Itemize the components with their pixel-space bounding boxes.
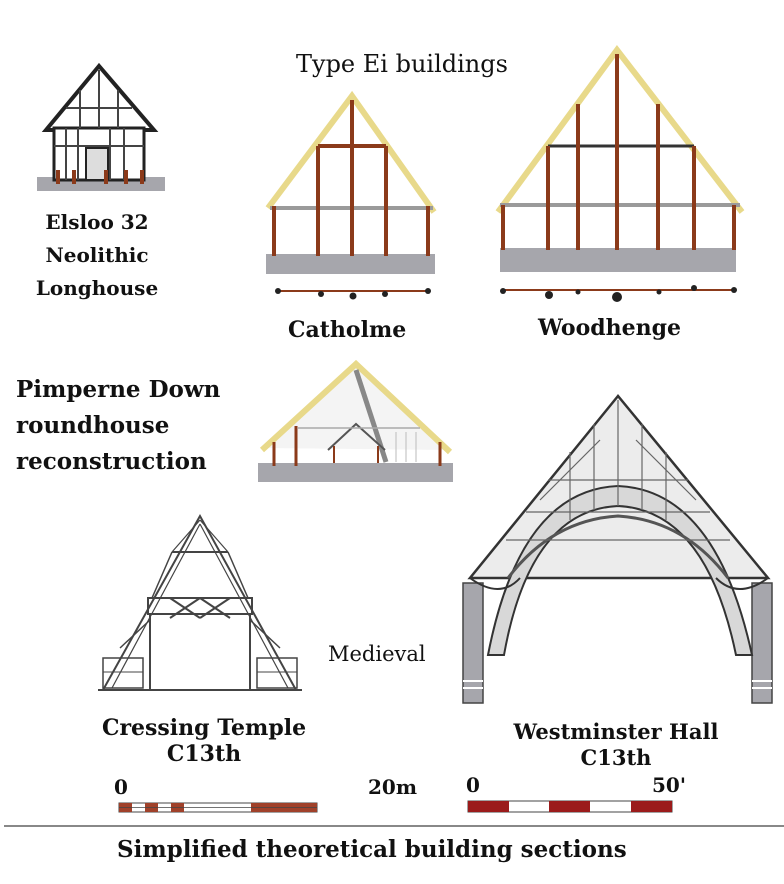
westminster-hall-drawing xyxy=(462,394,773,704)
pimperne-roundhouse-drawing xyxy=(258,359,453,482)
pimperne-caption: Pimperne Down roundhouse reconstruction xyxy=(16,372,220,480)
pimperne-caption-line3: reconstruction xyxy=(16,448,207,475)
metric-scale-start: 0 xyxy=(114,775,128,799)
elsloo-longhouse-drawing xyxy=(37,62,165,191)
type-ei-heading: Type Ei buildings xyxy=(296,50,508,78)
pimperne-caption-line1: Pimperne Down xyxy=(16,376,221,403)
metric-scale-end: 20m xyxy=(368,775,417,799)
elsloo-caption: Elsloo 32 Neolithic Longhouse xyxy=(22,206,172,305)
westminster-caption-line1: Westminster Hall xyxy=(513,719,719,744)
woodhenge-caption: Woodhenge xyxy=(538,315,682,341)
imperial-scale-start: 0 xyxy=(466,773,480,797)
elsloo-caption-line2: Neolithic xyxy=(45,243,149,267)
elsloo-caption-line3: Longhouse xyxy=(35,276,159,300)
catholme-caption: Catholme xyxy=(288,317,407,343)
cressing-caption-line1: Cressing Temple xyxy=(101,715,307,741)
cressing-temple-drawing xyxy=(98,513,302,691)
imperial-scale-bar xyxy=(467,800,673,813)
medieval-label: Medieval xyxy=(328,642,426,666)
catholme-section-drawing xyxy=(265,90,437,300)
woodhenge-section-drawing xyxy=(495,45,745,302)
imperial-scale-end: 50' xyxy=(652,773,686,797)
metric-scale-bar xyxy=(118,802,318,813)
cressing-caption-line2: C13th xyxy=(166,741,242,767)
westminster-caption-line2: C13th xyxy=(580,745,652,770)
cressing-caption: Cressing Temple C13th xyxy=(88,715,320,767)
westminster-caption: Westminster Hall C13th xyxy=(498,719,734,771)
elsloo-caption-line1: Elsloo 32 xyxy=(45,210,149,234)
footer-title: Simplified theoretical building sections xyxy=(117,836,627,863)
pimperne-caption-line2: roundhouse xyxy=(16,412,170,439)
